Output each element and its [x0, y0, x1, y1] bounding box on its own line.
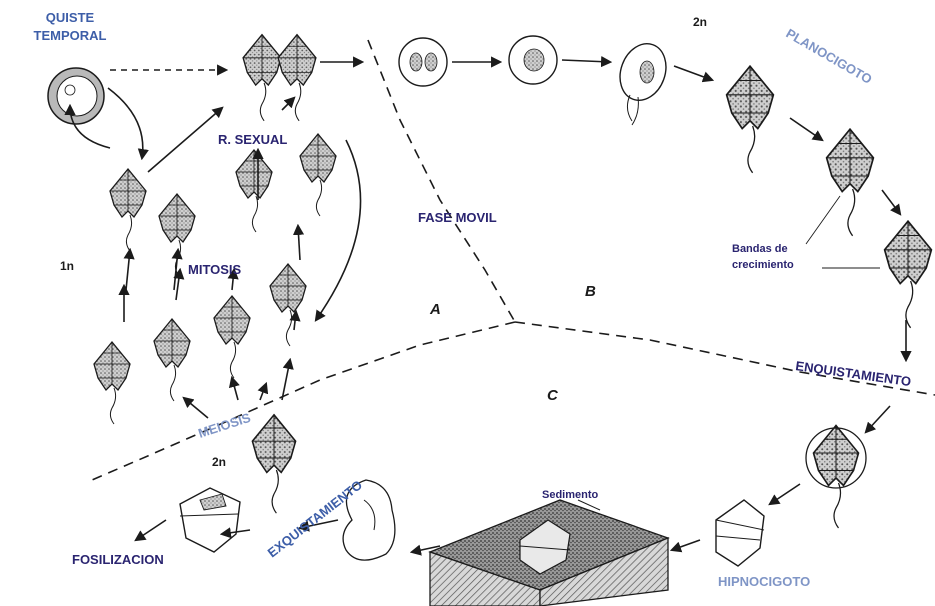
- zygote-formation-icons: [399, 36, 674, 125]
- label-sector-b: B: [585, 283, 596, 300]
- label-sector-a: A: [429, 301, 441, 318]
- hypnozygote-icon: [716, 500, 764, 566]
- diagram-labels: QUISTE TEMPORAL R. SEXUAL MITOSIS 1n 2n …: [34, 10, 913, 589]
- fossil-cyst-icon: [180, 488, 240, 552]
- label-2n-top: 2n: [693, 15, 707, 29]
- label-2n-bottom: 2n: [212, 455, 226, 469]
- haploid-cell-group: [94, 134, 336, 424]
- divider-top: [368, 40, 515, 322]
- dinoflagellate-cell-icon: [727, 66, 774, 173]
- label-crecimiento: crecimiento: [732, 259, 794, 271]
- label-r-sexual: R. SEXUAL: [218, 132, 287, 147]
- label-fosilizacion: FOSILIZACION: [72, 552, 164, 567]
- leader-lines: [806, 196, 880, 268]
- label-mitosis: MITOSIS: [188, 262, 242, 277]
- sediment-block-icon: [430, 500, 668, 606]
- label-fase-movil: FASE MOVIL: [418, 210, 497, 225]
- dinoflagellate-cell-icon: [885, 221, 932, 328]
- divider-right: [515, 322, 935, 395]
- label-quiste: QUISTE: [46, 10, 95, 25]
- gamete-pair-icon: [243, 35, 316, 121]
- label-bandas: Bandas de: [732, 243, 788, 255]
- planozygote-cells: [727, 66, 932, 328]
- encysting-cell-icon: [806, 426, 866, 529]
- dinoflagellate-cell-icon: [110, 169, 146, 251]
- label-1n: 1n: [60, 259, 74, 273]
- label-sedimento: Sedimento: [542, 489, 599, 501]
- dinoflagellate-cell-icon: [827, 129, 874, 236]
- dinoflagellate-cell-icon: [94, 342, 130, 424]
- cycle-arrows: [70, 60, 906, 552]
- label-planocigoto: PLANOCIGOTO: [784, 26, 875, 87]
- label-hipnocigoto: HIPNOCIGOTO: [718, 574, 810, 589]
- dinoflagellate-cell-icon: [154, 319, 190, 401]
- sector-dividers: [92, 40, 935, 480]
- label-enquistamiento: ENQUISTAMIENTO: [795, 358, 912, 389]
- dinoflagellate-cell-icon: [270, 264, 306, 346]
- temporal-cyst-icon: [48, 68, 104, 124]
- dinoflagellate-cell-icon: [214, 296, 250, 378]
- dinoflagellate-cell-icon: [300, 134, 336, 216]
- dinoflagellate-cell-icon: [236, 150, 272, 232]
- diploid-cell-icon: [252, 415, 295, 513]
- label-temporal: TEMPORAL: [34, 28, 107, 43]
- label-sector-c: C: [547, 387, 559, 404]
